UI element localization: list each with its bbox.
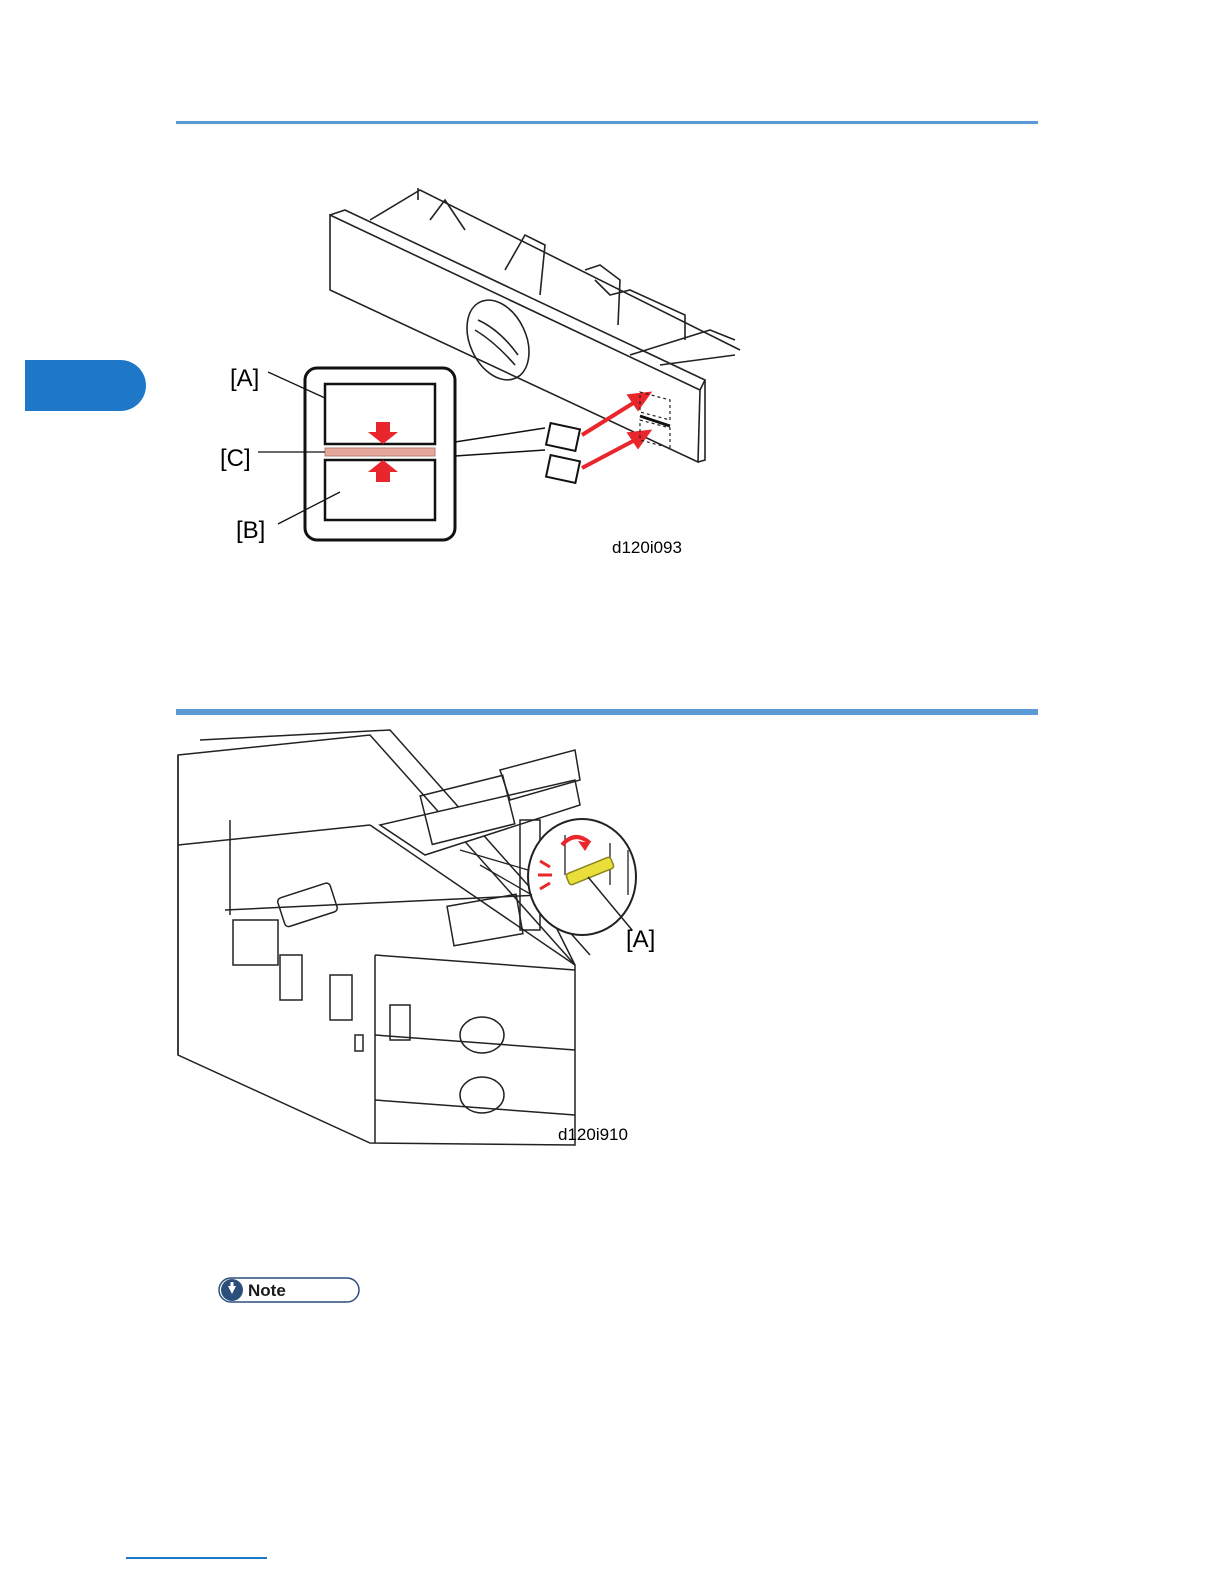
callout-c: [C]	[220, 445, 251, 472]
note-badge: Note	[218, 1277, 360, 1303]
section-rule-top	[176, 121, 1038, 124]
callout-b: [B]	[236, 517, 265, 544]
callout-a: [A]	[230, 365, 259, 392]
figure-copier-sensor: [A] d120i910	[170, 725, 690, 1155]
chapter-tab	[25, 360, 146, 411]
callout-a2: [A]	[626, 926, 655, 953]
footer-rule	[126, 1557, 267, 1559]
label-gap	[325, 448, 435, 456]
copier-drawing	[178, 730, 590, 1145]
label-zoom-box	[305, 368, 545, 540]
figure-code: d120i093	[612, 538, 682, 557]
figure-tray-labels: [A] [C] [B] d120i093	[200, 180, 760, 570]
note-label: Note	[248, 1281, 286, 1300]
figure-code-2: d120i910	[558, 1125, 628, 1144]
small-labels	[546, 423, 580, 483]
section-rule-middle	[176, 709, 1038, 715]
